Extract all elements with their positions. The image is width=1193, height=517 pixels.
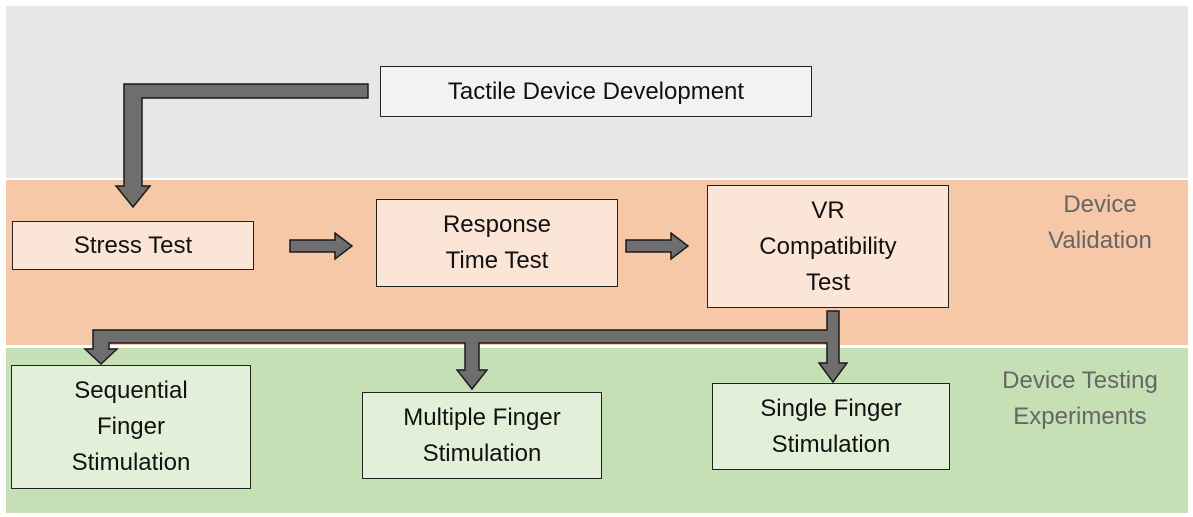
node-sequential-finger-stimulation: Sequential Finger Stimulation: [11, 365, 251, 489]
node-tactile-device-development: Tactile Device Development: [380, 66, 812, 117]
node-response-time-test: Response Time Test: [376, 199, 618, 287]
node-single-finger-stimulation: Single Finger Stimulation: [712, 383, 950, 470]
label-device-validation: Device Validation: [1048, 191, 1152, 254]
node-vr-compatibility-test: VR Compatibility Test: [707, 185, 949, 308]
arrow-stress-to-response: [289, 231, 354, 261]
label-device-testing-experiments: Device Testing Experiments: [1002, 367, 1158, 430]
arrow-response-to-vr: [625, 231, 690, 261]
node-multiple-finger-stimulation: Multiple Finger Stimulation: [362, 392, 602, 479]
arrow-development-to-stress-test: [114, 83, 369, 209]
arrow-vr-to-experiments: [83, 310, 849, 391]
node-stress-test: Stress Test: [12, 221, 254, 270]
